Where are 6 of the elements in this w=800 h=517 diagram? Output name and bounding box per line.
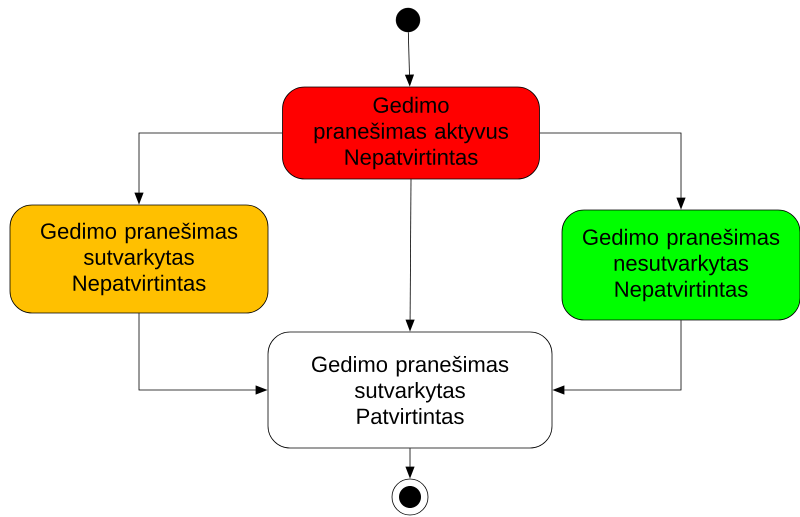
start-node [396, 8, 420, 32]
state-box: Gedimo pranešimas sutvarkytas Nepatvirtintas [10, 204, 268, 314]
state-box: Gedimo pranešimas sutvarkytas Patvirtintas [268, 332, 552, 448]
state-box: Gedimo pranešimas aktyvus Nepatvirtintas [282, 86, 540, 180]
end-node [392, 478, 428, 516]
state-box: Gedimo pranešimas nesutvarkytas Nepatvirtintas [562, 210, 800, 320]
